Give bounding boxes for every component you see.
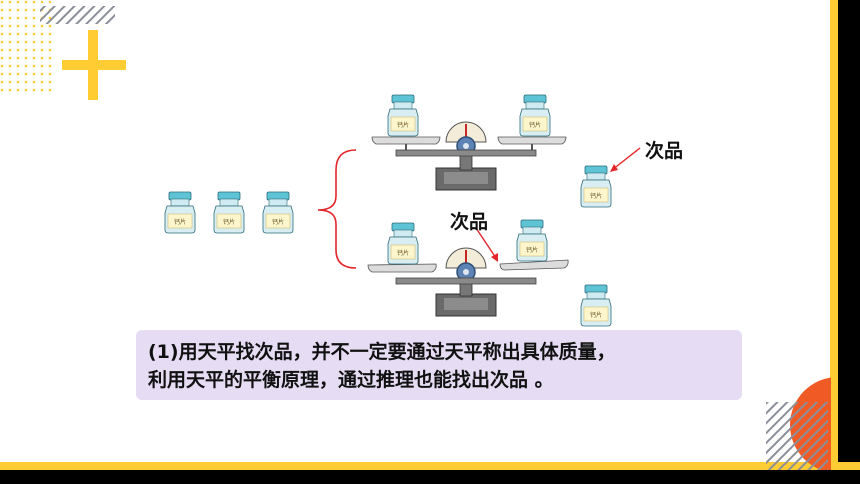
plus-vertical <box>88 30 98 100</box>
bottle-right-lower <box>580 284 612 327</box>
note-line-1: (1)用天平找次品，并不一定要通过天平称出具体质量， <box>148 341 616 363</box>
note-line-2: 利用天平的平衡原理，通过推理也能找出次品 。 <box>148 369 554 391</box>
defect-label-right: 次品 <box>645 140 684 162</box>
bottle-left-3 <box>262 191 294 234</box>
bottle-left-1 <box>164 191 196 234</box>
right-yellow-border <box>830 0 838 470</box>
arrow-defect-middle <box>475 227 497 259</box>
defect-label-middle: 次品 <box>450 211 489 233</box>
arrow-defect-right <box>611 147 641 171</box>
bottom-stripe-decoration <box>766 402 828 470</box>
right-black-border <box>838 0 860 484</box>
bottom-yellow-border <box>0 462 860 470</box>
balance-scale-top <box>371 94 567 191</box>
balance-scale-bottom <box>367 219 569 317</box>
bottle-left-2 <box>213 191 245 234</box>
bottle-defect-right <box>580 165 612 208</box>
brace-icon <box>317 149 357 269</box>
explanation-note: (1)用天平找次品，并不一定要通过天平称出具体质量， 利用天平的平衡原理，通过推… <box>136 330 742 400</box>
top-stripe-decoration <box>40 6 115 24</box>
